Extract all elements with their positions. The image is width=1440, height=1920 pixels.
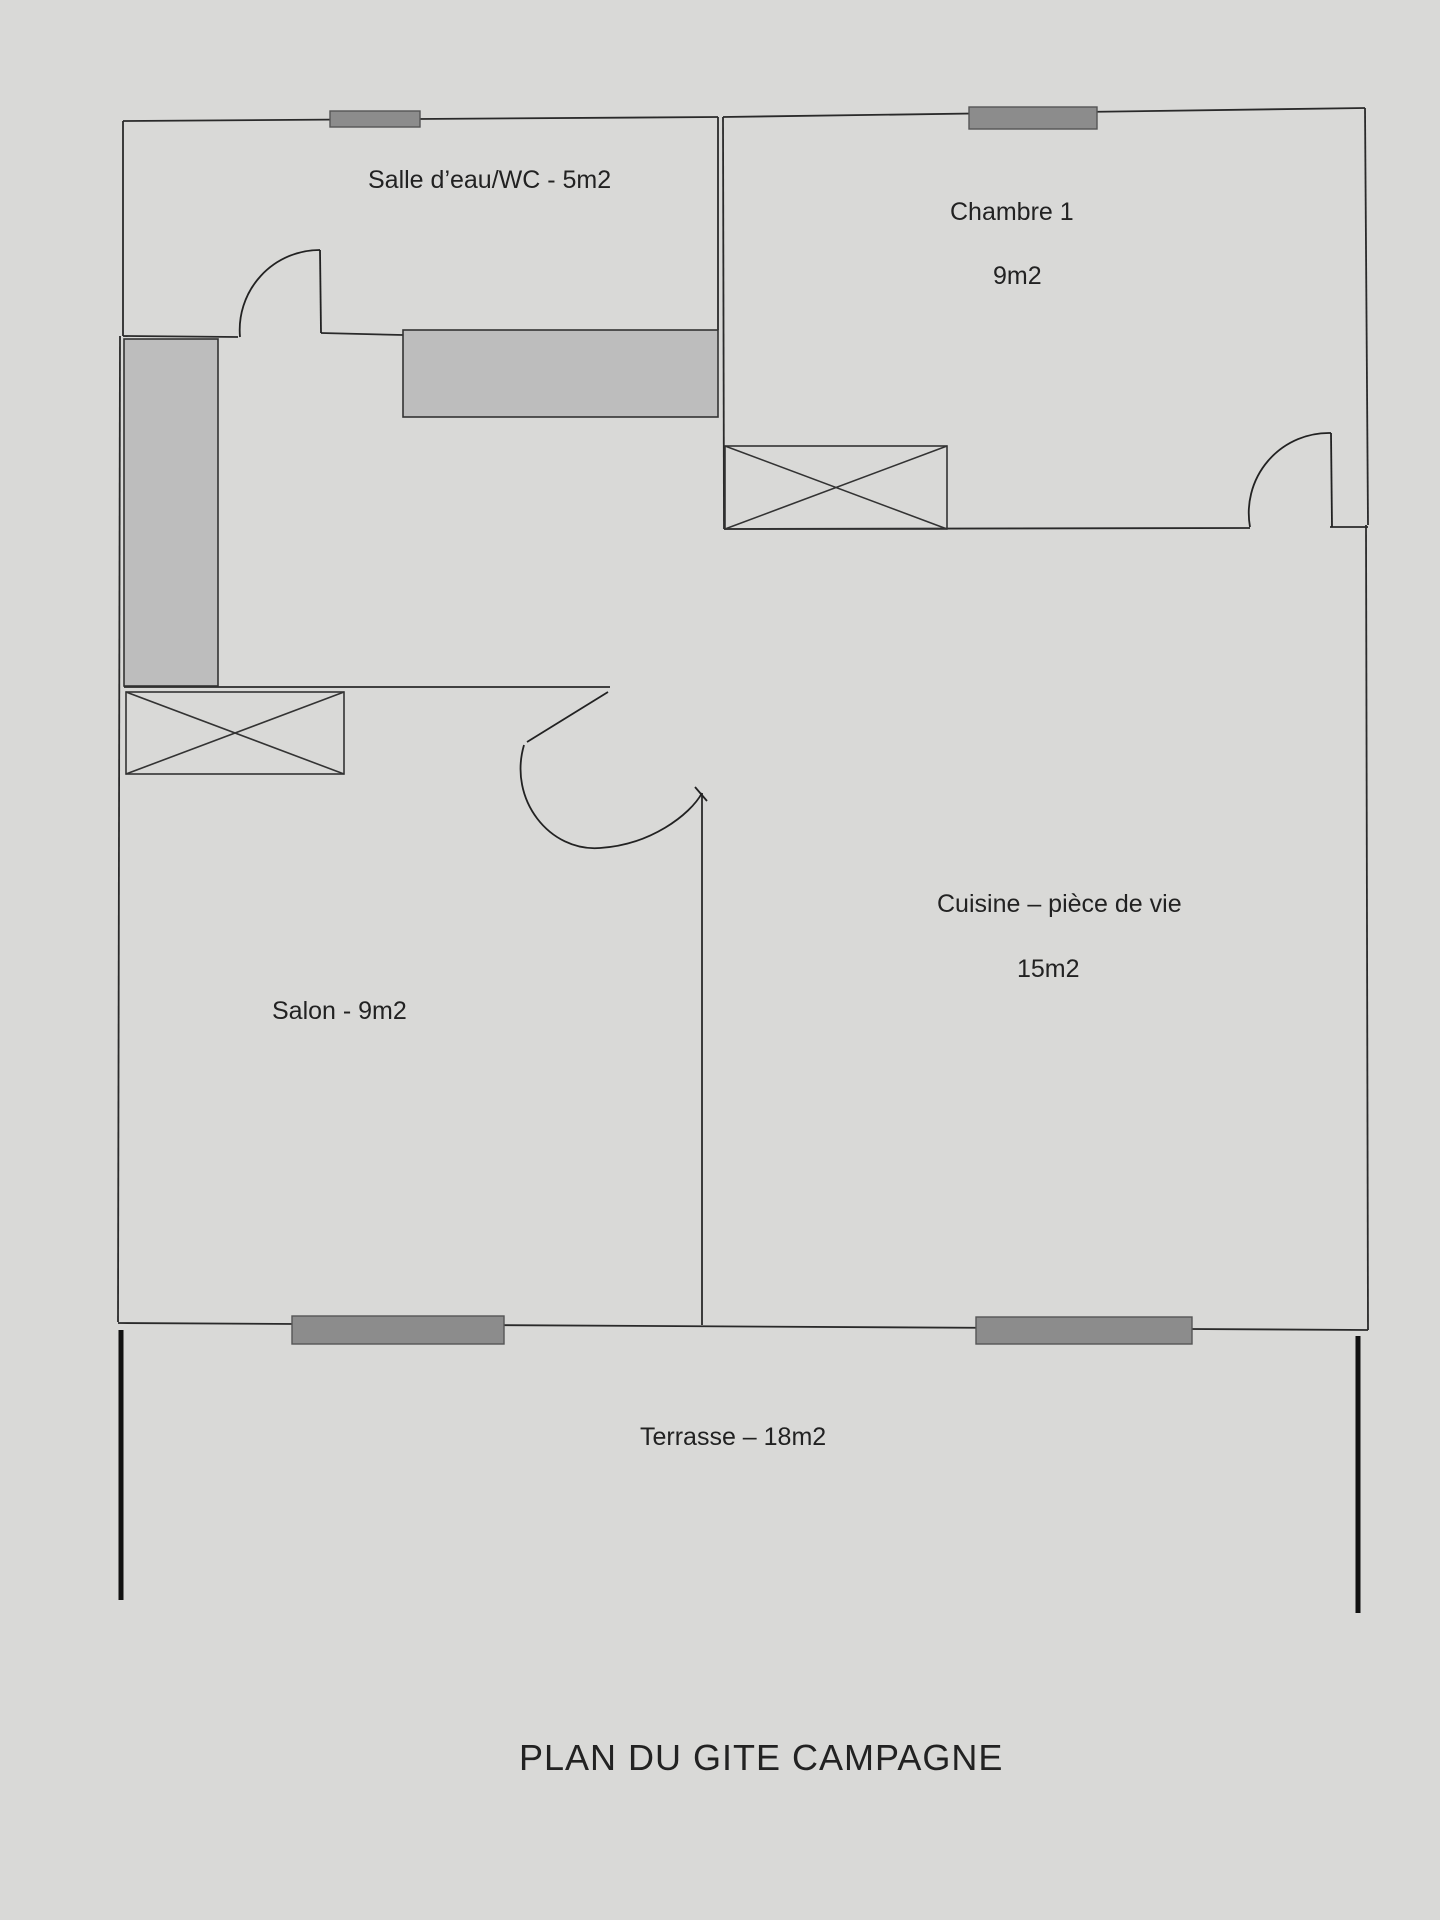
window-salle-eau bbox=[329, 110, 421, 128]
bathroom-cabinet bbox=[402, 329, 719, 418]
door-chambre bbox=[1247, 432, 1333, 528]
salon-wardrobe bbox=[125, 691, 345, 775]
door-salle-eau bbox=[238, 249, 322, 338]
interior-walls bbox=[122, 116, 1368, 1325]
window-chambre bbox=[968, 106, 1098, 130]
cuisine-label: Cuisine – pièce de vie bbox=[937, 890, 1182, 918]
door-salon bbox=[519, 691, 708, 849]
salon-label: Salon - 9m2 bbox=[272, 997, 407, 1025]
chambre-wardrobe bbox=[724, 445, 948, 530]
terrasse-label: Terrasse – 18m2 bbox=[640, 1423, 826, 1451]
outer-walls bbox=[117, 107, 1369, 1331]
window-salon-terrace bbox=[291, 1315, 505, 1345]
salle-eau-label: Salle d’eau/WC - 5m2 bbox=[368, 166, 611, 194]
chambre-area: 9m2 bbox=[993, 262, 1042, 290]
chambre-label: Chambre 1 bbox=[950, 198, 1074, 226]
plan-title: PLAN DU GITE CAMPAGNE bbox=[519, 1737, 1003, 1778]
cuisine-area: 15m2 bbox=[1017, 955, 1080, 983]
window-cuisine-terrace bbox=[975, 1316, 1193, 1345]
corridor-cabinet bbox=[123, 338, 219, 687]
